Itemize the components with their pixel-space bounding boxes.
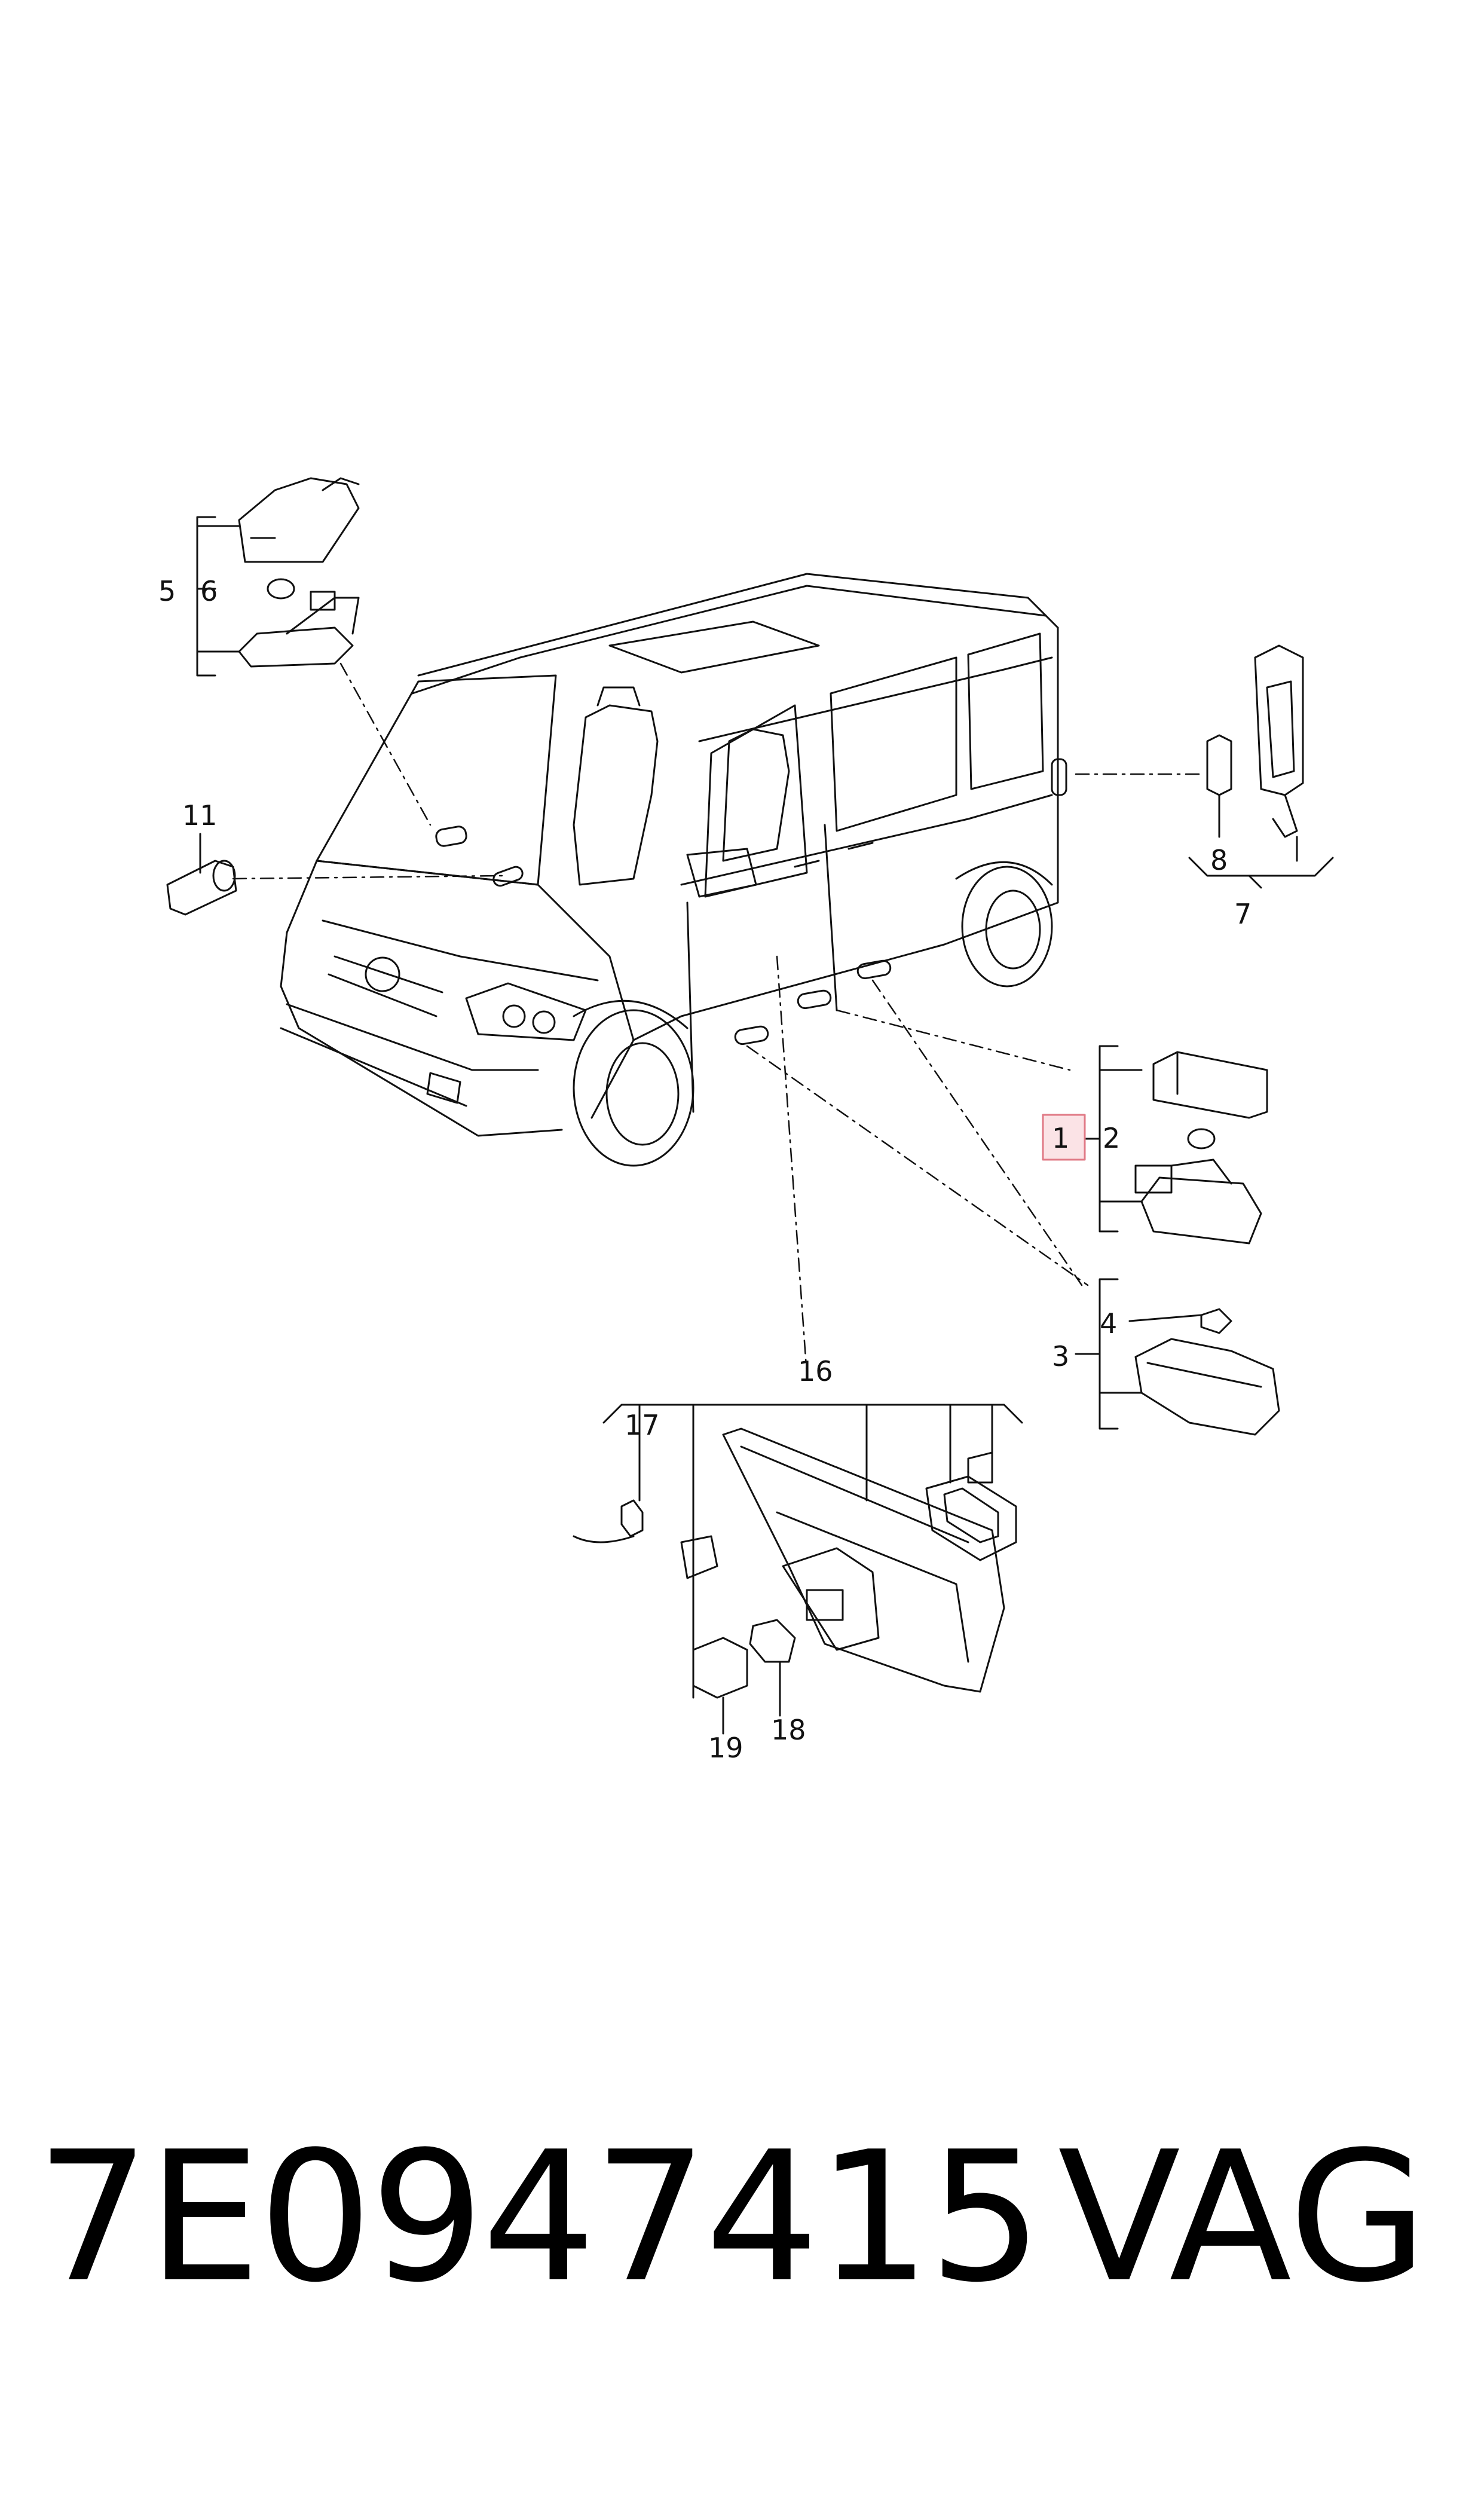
leader-lines	[232, 662, 1203, 1376]
callout-7: 7	[1234, 898, 1252, 930]
callout-1: 1	[1052, 1122, 1069, 1154]
callout-18: 18	[771, 1714, 806, 1746]
callout-11: 11	[182, 799, 218, 831]
callout-8: 8	[1210, 844, 1228, 876]
switch-cylinder-11	[166, 833, 237, 916]
callout-2: 2	[1103, 1122, 1120, 1154]
callout-4: 4	[1100, 1307, 1117, 1340]
callout-3: 3	[1052, 1340, 1069, 1372]
van-illustration	[280, 573, 1067, 1167]
callout-19: 19	[708, 1732, 743, 1764]
door-trim-assembly-16	[573, 1404, 1023, 1735]
entry-light-assembly-3	[1075, 1278, 1280, 1436]
light-assembly-7-8	[1188, 644, 1334, 889]
courtesy-light-assembly-top-left	[196, 477, 360, 677]
callout-17: 17	[625, 1409, 660, 1441]
brand-label: VAG	[1058, 2113, 1428, 2322]
callout-5: 5	[158, 575, 176, 607]
courtesy-light-assembly-1	[1075, 1045, 1268, 1245]
part-number: 7E0947415	[36, 2113, 1043, 2322]
callout-6: 6	[200, 575, 218, 607]
highlight-box-1	[1042, 1114, 1086, 1161]
callout-16: 16	[798, 1355, 833, 1387]
